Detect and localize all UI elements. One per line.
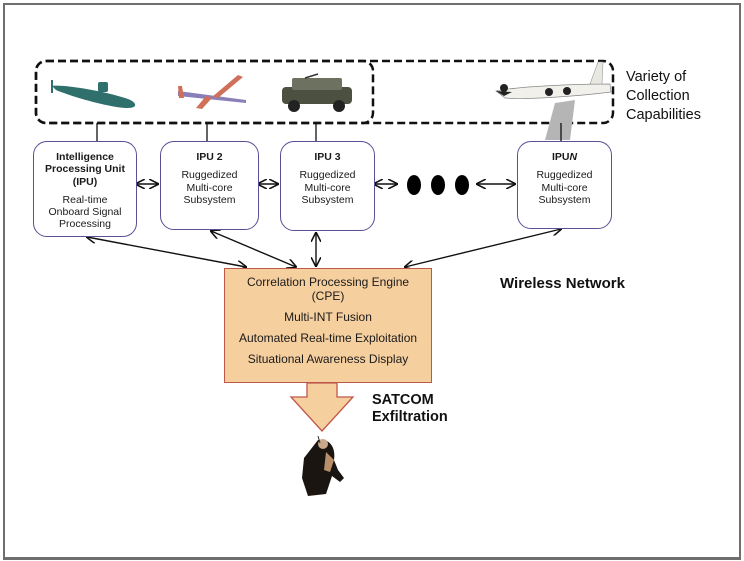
cpe-item: Situational Awareness Display: [247, 352, 409, 366]
link-ipun-cpe: [405, 229, 561, 267]
ipu-2-box: IPU 2 Ruggedized Multi-core Subsystem: [160, 141, 259, 230]
satcom-arrow: [289, 382, 355, 432]
ellipsis-dot: [455, 175, 469, 195]
collection-label: Variety of Collection Capabilities: [626, 69, 701, 123]
drone-icon: [178, 75, 246, 109]
cpe-item: Multi-INT Fusion: [284, 310, 372, 324]
cpe-title: Correlation Processing Engine: [246, 275, 410, 289]
soldier-icon: [302, 435, 344, 496]
wireless-network-label: Wireless Network: [500, 275, 625, 292]
ipu-n-title: IPUN: [551, 151, 578, 163]
submarine-icon: [51, 80, 136, 108]
ipu-1-box: Intelligence Processing Unit (IPU) Real-…: [33, 141, 137, 237]
satcom-label: SATCOM Exfiltration: [372, 392, 448, 425]
cpe-subtitle: (CPE): [311, 289, 345, 303]
ipu-n-box: IPUN Ruggedized Multi-core Subsystem: [517, 141, 612, 229]
humvee-icon: [282, 73, 352, 112]
ellipsis-dot: [431, 175, 445, 195]
ellipsis-dot: [407, 175, 421, 195]
link-ipu2-cpe: [211, 231, 296, 267]
cpe-item: Automated Real-time Exploitation: [238, 331, 418, 345]
link-ipu1-cpe: [87, 237, 246, 267]
ipu-3-box: IPU 3 Ruggedized Multi-core Subsystem: [280, 141, 375, 231]
cpe-box: Correlation Processing Engine (CPE) Mult…: [224, 268, 432, 383]
aircraft-icon: [495, 61, 612, 140]
